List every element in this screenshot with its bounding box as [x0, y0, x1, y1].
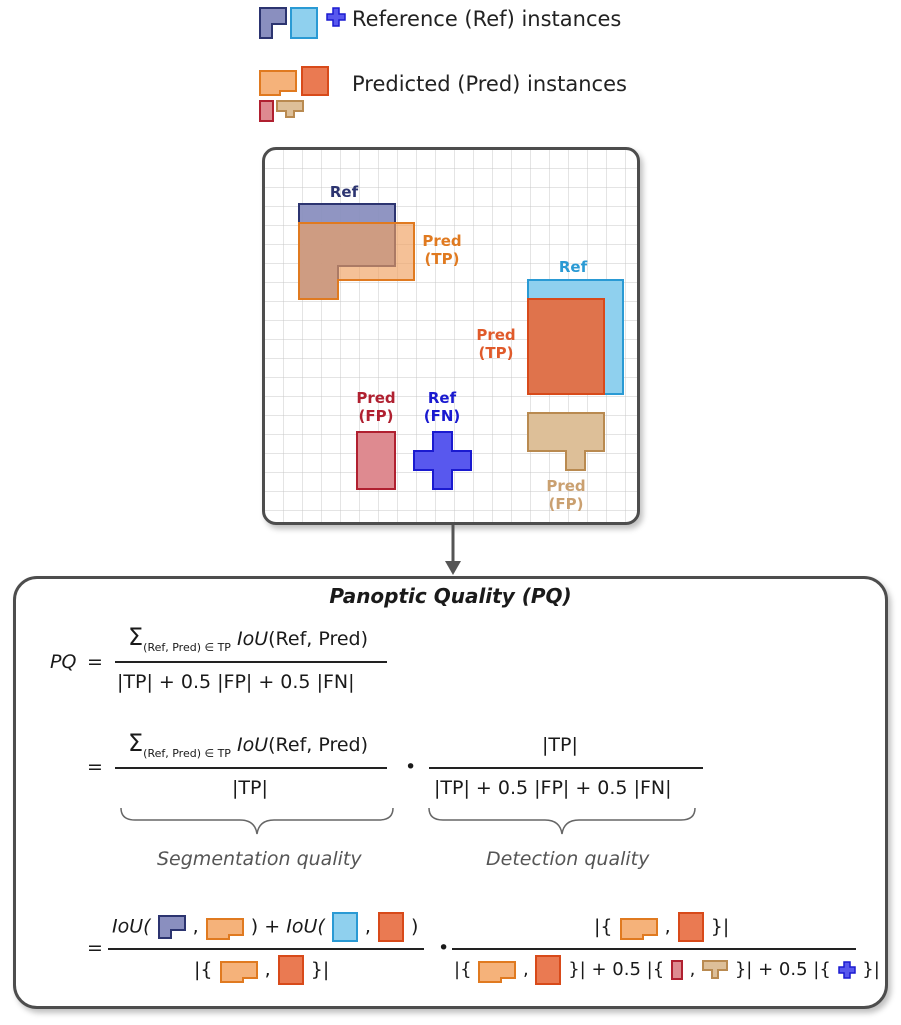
ref-rect-icon: [331, 912, 358, 942]
pred-l-shape-icon: [478, 961, 517, 983]
instance-grid-panel: [262, 147, 640, 525]
instance-grid: [265, 150, 637, 522]
denominator-tp-set: |{ , }|: [194, 954, 329, 986]
detection-quality-label: Detection quality: [486, 848, 650, 870]
numerator-seg: Σ(Ref, Pred) ∈ TP IoU(Ref, Pred): [128, 729, 369, 760]
numerator-det: |TP|: [542, 734, 578, 756]
fraction-line-seg: [115, 767, 387, 769]
ref-l-shape-icon: [259, 7, 287, 39]
fraction-line-iou: [108, 948, 424, 950]
denominator-seg: |TP|: [232, 777, 268, 799]
fraction-line-sets: [452, 948, 856, 950]
pq-title: Panoptic Quality (PQ): [329, 584, 572, 608]
ref-l-shape-icon: [157, 915, 186, 939]
label-pred-fp-tan: Pred(FP): [546, 477, 586, 513]
fraction-line-1: [115, 661, 387, 663]
label-pred-fp: Pred(FP): [356, 389, 396, 425]
fraction-line-det: [429, 767, 703, 769]
denominator-1: |TP| + 0.5 |FP| + 0.5 |FN|: [117, 671, 355, 693]
underbraces: [120, 807, 696, 835]
pred-rect-icon: [377, 912, 404, 942]
denominator-det: |TP| + 0.5 |FP| + 0.5 |FN|: [434, 777, 672, 799]
pred-rect-icon: [535, 955, 562, 985]
equals-1: =: [87, 651, 103, 673]
ref-cross-icon: [837, 961, 856, 979]
dot-1: •: [405, 756, 417, 778]
equals-2: =: [87, 756, 103, 778]
pred-l-shape-icon: [219, 961, 258, 983]
segmentation-quality-label: Segmentation quality: [157, 848, 362, 870]
pred-tan-icon: [702, 960, 729, 979]
label-ref-l: Ref: [329, 183, 359, 201]
pred-l-shape-icon: [205, 918, 244, 940]
equals-3: =: [87, 937, 103, 959]
pred-tp-rect: [527, 298, 605, 395]
legend-ref-label: Reference (Ref) instances: [352, 7, 622, 31]
pred-fp-small-icon: [670, 960, 683, 980]
det-brace: [428, 807, 696, 835]
pred-l-shape-icon: [259, 70, 297, 96]
numerator-tp-set: |{ , }|: [594, 911, 729, 943]
pred-tan-icon: [276, 100, 304, 118]
numerator-iou-examples: IoU( , ) + IoU( , ): [112, 911, 418, 943]
pred-fp-small-icon: [259, 100, 274, 122]
dot-2: •: [438, 937, 450, 959]
pq-symbol: PQ: [50, 651, 77, 673]
down-arrow-icon: [445, 525, 461, 575]
pred-rect-icon: [677, 912, 704, 942]
ref-fn-cross: [413, 431, 472, 490]
pred-fp-rect: [356, 431, 396, 490]
label-ref-blue: Ref: [558, 258, 588, 276]
pred-tp-l-shape: [298, 222, 415, 300]
legend-icons: [259, 7, 346, 122]
label-ref-fn: Ref(FN): [423, 389, 461, 425]
label-pred-tp-red: Pred(TP): [476, 326, 516, 362]
pred-rect-icon: [277, 955, 304, 985]
numerator-1: Σ(Ref, Pred) ∈ TP IoU(Ref, Pred): [128, 623, 369, 654]
ref-cross-icon: [326, 7, 346, 27]
legend-pred-label: Predicted (Pred) instances: [352, 72, 627, 96]
pred-fp-tan-shape: [527, 412, 605, 471]
seg-brace: [120, 807, 394, 835]
label-pred-tp-orange: Pred(TP): [422, 232, 462, 268]
denominator-sets: |{ , }| + 0.5 |{ , }| + 0.5 |{ }|: [454, 954, 880, 986]
ref-rect-icon: [290, 7, 318, 39]
pred-rect-icon: [301, 66, 329, 96]
pred-l-shape-icon: [619, 918, 658, 940]
